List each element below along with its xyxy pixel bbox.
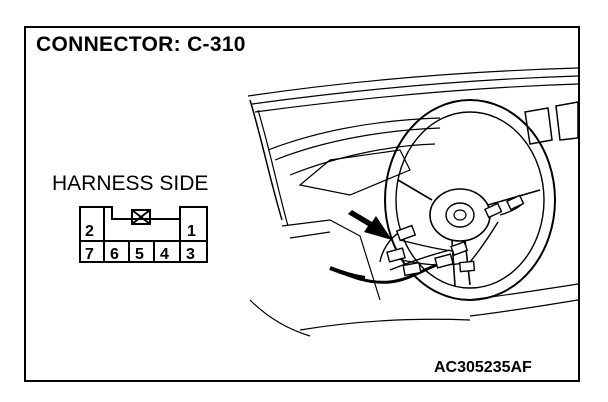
connector-title: CONNECTOR: C-310 xyxy=(36,33,246,56)
connector-face xyxy=(79,206,208,263)
pin-6: 6 xyxy=(110,246,119,263)
pin-4: 4 xyxy=(160,246,169,263)
arrow-icon xyxy=(348,210,392,240)
cross-box-icon xyxy=(131,209,151,225)
harness-connectors xyxy=(386,194,525,277)
pin-1: 1 xyxy=(187,223,196,240)
pin-7: 7 xyxy=(85,246,94,263)
pin-2: 2 xyxy=(85,223,94,240)
harness-side-label: HARNESS SIDE xyxy=(52,172,209,195)
dashboard-illustration xyxy=(247,67,579,337)
pin-5: 5 xyxy=(135,246,144,263)
figure-code: AC305235AF xyxy=(434,359,532,376)
pin-3: 3 xyxy=(186,246,195,263)
